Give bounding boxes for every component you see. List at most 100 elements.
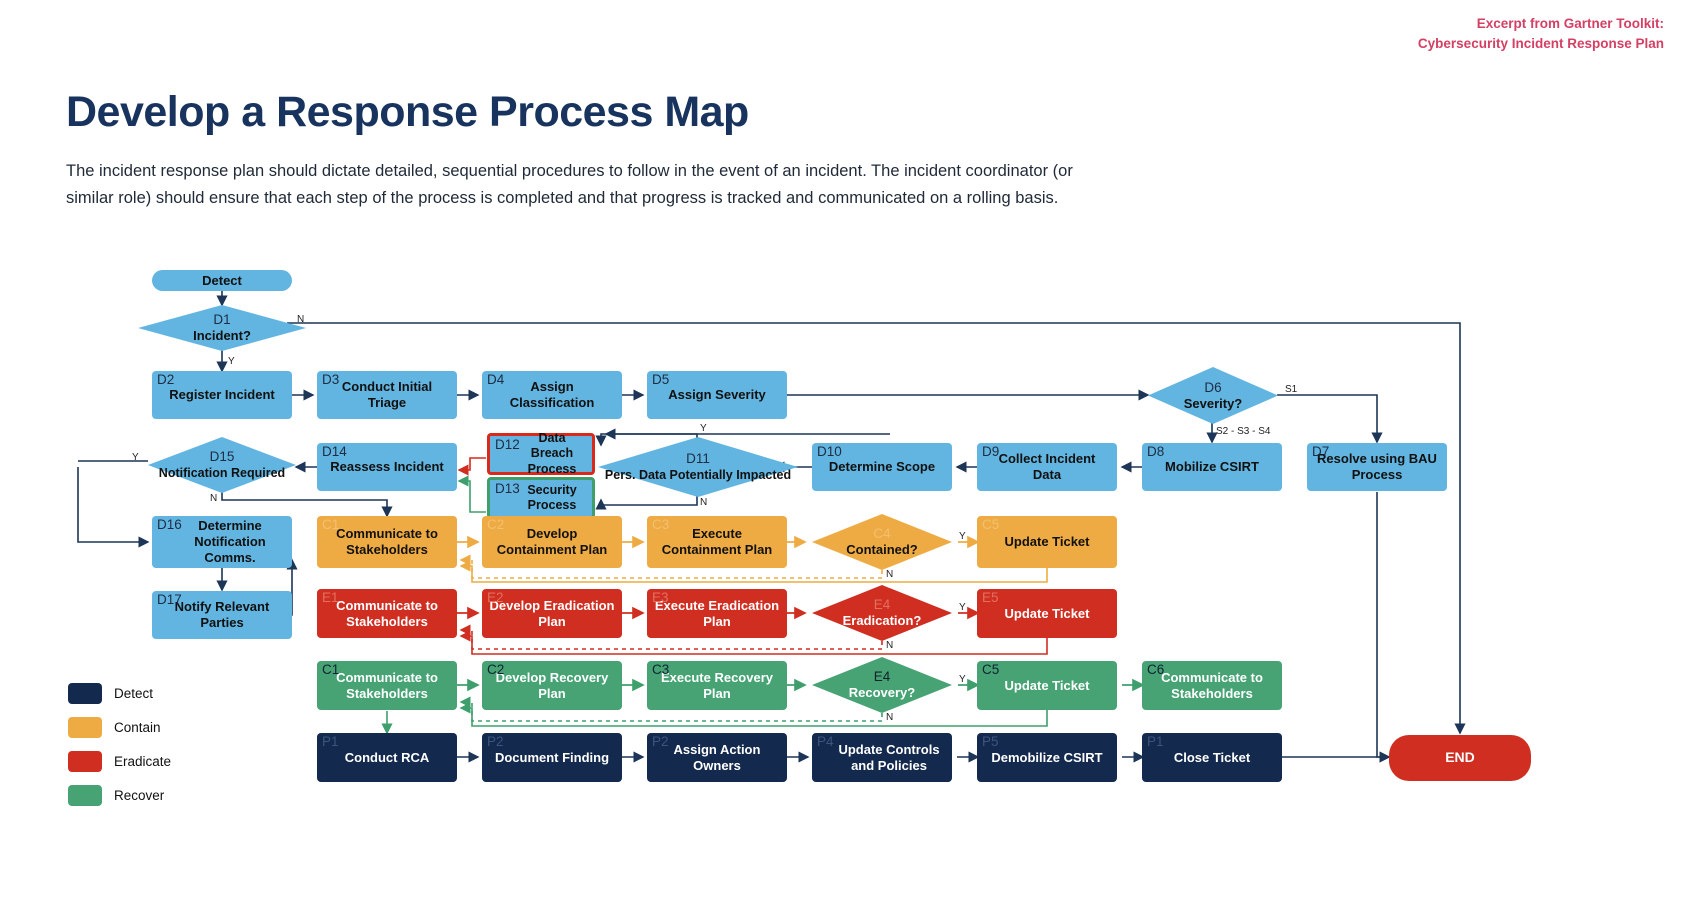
edge-label-d1-yes: Y — [228, 356, 235, 367]
toolkit-attribution: Excerpt from Gartner Toolkit: Cybersecur… — [1418, 14, 1664, 53]
node-p6-label: Close Ticket — [1173, 749, 1251, 765]
node-d15-tag: D15 — [209, 449, 235, 465]
node-d1-incident-decision[interactable]: D1 Incident? — [138, 305, 306, 351]
node-r1-communicate-stakeholders[interactable]: C1 Communicate to Stakeholders — [317, 661, 457, 710]
node-d13-security-process[interactable]: D13 Security Process — [487, 477, 595, 519]
legend-item-detect: Detect — [68, 683, 171, 704]
node-e2-label: Develop Eradication Plan — [489, 597, 615, 629]
node-e3-execute-eradication-plan[interactable]: E3 Execute Eradication Plan — [647, 589, 787, 638]
node-end[interactable]: END — [1389, 735, 1531, 781]
node-p3-assign-action-owners[interactable]: P2 Assign Action Owners — [647, 733, 787, 782]
node-c5-update-ticket[interactable]: C5 Update Ticket — [977, 516, 1117, 568]
node-c5-label: Update Ticket — [1004, 534, 1090, 550]
node-d16-label: Determine Notification Comms. — [194, 518, 266, 565]
node-e3-label: Execute Eradication Plan — [654, 597, 780, 629]
legend-swatch-recover — [68, 785, 102, 806]
node-d14-tag: D14 — [322, 444, 347, 459]
node-d15-label: Notification Required — [158, 465, 286, 480]
edge-label-c4-no: N — [886, 569, 894, 580]
node-c2-develop-containment-plan[interactable]: C2 Develop Containment Plan — [482, 516, 622, 568]
node-c3-execute-containment-plan[interactable]: C3 Execute Containment Plan — [647, 516, 787, 568]
node-r4-recovery-decision[interactable]: E4 Recovery? — [812, 657, 952, 713]
node-r2-label: Develop Recovery Plan — [495, 669, 609, 701]
legend-label-contain: Contain — [114, 720, 161, 735]
node-p6-close-ticket[interactable]: P1 Close Ticket — [1142, 733, 1282, 782]
node-d10-determine-scope[interactable]: D10 Determine Scope — [812, 443, 952, 491]
node-p5-label: Demobilize CSIRT — [991, 749, 1103, 765]
node-d7-resolve-bau[interactable]: D7 Resolve using BAU Process — [1307, 443, 1447, 491]
node-p1-tag: P1 — [322, 734, 339, 749]
edge-label-r4-yes: Y — [959, 674, 966, 685]
node-p1-conduct-rca[interactable]: P1 Conduct RCA — [317, 733, 457, 782]
node-c5-tag: C5 — [982, 517, 1000, 532]
node-d3-conduct-initial-triage[interactable]: D3 Conduct Initial Triage — [317, 371, 457, 419]
node-d5-assign-severity[interactable]: D5 Assign Severity — [647, 371, 787, 419]
node-d13-label: Security Process — [527, 482, 577, 512]
node-r3-label: Execute Recovery Plan — [660, 669, 773, 701]
node-p2-document-finding[interactable]: P2 Document Finding — [482, 733, 622, 782]
node-r5-tag: C5 — [982, 662, 1000, 677]
legend-swatch-eradicate — [68, 751, 102, 772]
node-start-detect[interactable]: Detect — [152, 270, 292, 291]
node-e4-tag: E4 — [873, 597, 891, 613]
node-d12-data-breach-process[interactable]: D12 Data Breach Process — [487, 431, 595, 476]
node-d6-severity-decision[interactable]: D6 Severity? — [1148, 367, 1278, 424]
node-d13-tag: D13 — [495, 481, 520, 496]
edge-label-c4-yes: Y — [959, 531, 966, 542]
node-d4-tag: D4 — [487, 372, 505, 387]
node-r3-execute-recovery-plan[interactable]: C3 Execute Recovery Plan — [647, 661, 787, 710]
legend-label-recover: Recover — [114, 788, 165, 803]
node-d17-tag: D17 — [157, 592, 182, 607]
node-d2-register-incident[interactable]: D2 Register Incident — [152, 371, 292, 419]
node-d17-notify-relevant-parties[interactable]: D17 Notify Relevant Parties — [152, 591, 292, 639]
page-title: Develop a Response Process Map — [66, 88, 749, 136]
edge-label-d6-s234: S2 - S3 - S4 — [1216, 426, 1271, 437]
legend-item-contain: Contain — [68, 717, 171, 738]
node-e5-label: Update Ticket — [1004, 605, 1090, 621]
node-d14-reassess-incident[interactable]: D14 Reassess Incident — [317, 443, 457, 491]
node-d11-personal-data-decision[interactable]: D11 Pers. Data Potentially Impacted — [598, 437, 798, 497]
node-d1-tag: D1 — [213, 312, 231, 328]
node-d8-tag: D8 — [1147, 444, 1165, 459]
node-e1-communicate-stakeholders[interactable]: E1 Communicate to Stakeholders — [317, 589, 457, 638]
node-d8-mobilize-csirt[interactable]: D8 Mobilize CSIRT — [1142, 443, 1282, 491]
node-d7-label: Resolve using BAU Process — [1317, 451, 1437, 482]
node-d2-label: Register Incident — [169, 387, 275, 403]
node-r5-update-ticket[interactable]: C5 Update Ticket — [977, 661, 1117, 710]
node-d15-notification-required-decision[interactable]: D15 Notification Required — [148, 437, 296, 493]
node-r4-label: Recovery? — [848, 685, 916, 701]
node-c4-contained-decision[interactable]: C4 Contained? — [812, 514, 952, 570]
node-d3-tag: D3 — [322, 372, 340, 387]
node-p2-label: Document Finding — [494, 749, 610, 765]
legend-swatch-detect — [68, 683, 102, 704]
node-start-label: Detect — [202, 272, 242, 288]
node-e4-eradication-decision[interactable]: E4 Eradication? — [812, 585, 952, 641]
edge-label-r4-no: N — [886, 712, 894, 723]
node-d6-label: Severity? — [1183, 395, 1243, 411]
node-r2-develop-recovery-plan[interactable]: C2 Develop Recovery Plan — [482, 661, 622, 710]
edge-label-d6-s1: S1 — [1285, 384, 1298, 395]
node-e4-label: Eradication? — [842, 613, 922, 629]
node-d7-tag: D7 — [1312, 444, 1330, 459]
node-e5-update-ticket[interactable]: E5 Update Ticket — [977, 589, 1117, 638]
node-d9-collect-incident-data[interactable]: D9 Collect Incident Data — [977, 443, 1117, 491]
node-d4-assign-classification[interactable]: D4 Assign Classification — [482, 371, 622, 419]
node-p5-demobilize-csirt[interactable]: P5 Demobilize CSIRT — [977, 733, 1117, 782]
edge-label-d11-yes: Y — [700, 423, 707, 434]
node-c1-label: Communicate to Stakeholders — [336, 526, 438, 557]
node-d16-determine-notification-comms[interactable]: D16 Determine Notification Comms. — [152, 516, 292, 568]
node-p4-update-controls-policies[interactable]: P4 Update Controls and Policies — [812, 733, 952, 782]
legend-item-eradicate: Eradicate — [68, 751, 171, 772]
node-r6-communicate-stakeholders[interactable]: C6 Communicate to Stakeholders — [1142, 661, 1282, 710]
node-d10-tag: D10 — [817, 444, 842, 459]
node-e2-develop-eradication-plan[interactable]: E2 Develop Eradication Plan — [482, 589, 622, 638]
node-p1-label: Conduct RCA — [344, 749, 430, 765]
legend-item-recover: Recover — [68, 785, 171, 806]
node-d5-label: Assign Severity — [668, 387, 766, 403]
node-d12-label: Data Breach Process — [527, 431, 577, 476]
node-d11-label: Pers. Data Potentially Impacted — [604, 467, 792, 482]
node-d3-label: Conduct Initial Triage — [341, 379, 433, 410]
edge-label-e4-no: N — [886, 640, 894, 651]
node-c1-communicate-stakeholders[interactable]: C1 Communicate to Stakeholders — [317, 516, 457, 568]
node-c4-tag: C4 — [873, 526, 891, 542]
